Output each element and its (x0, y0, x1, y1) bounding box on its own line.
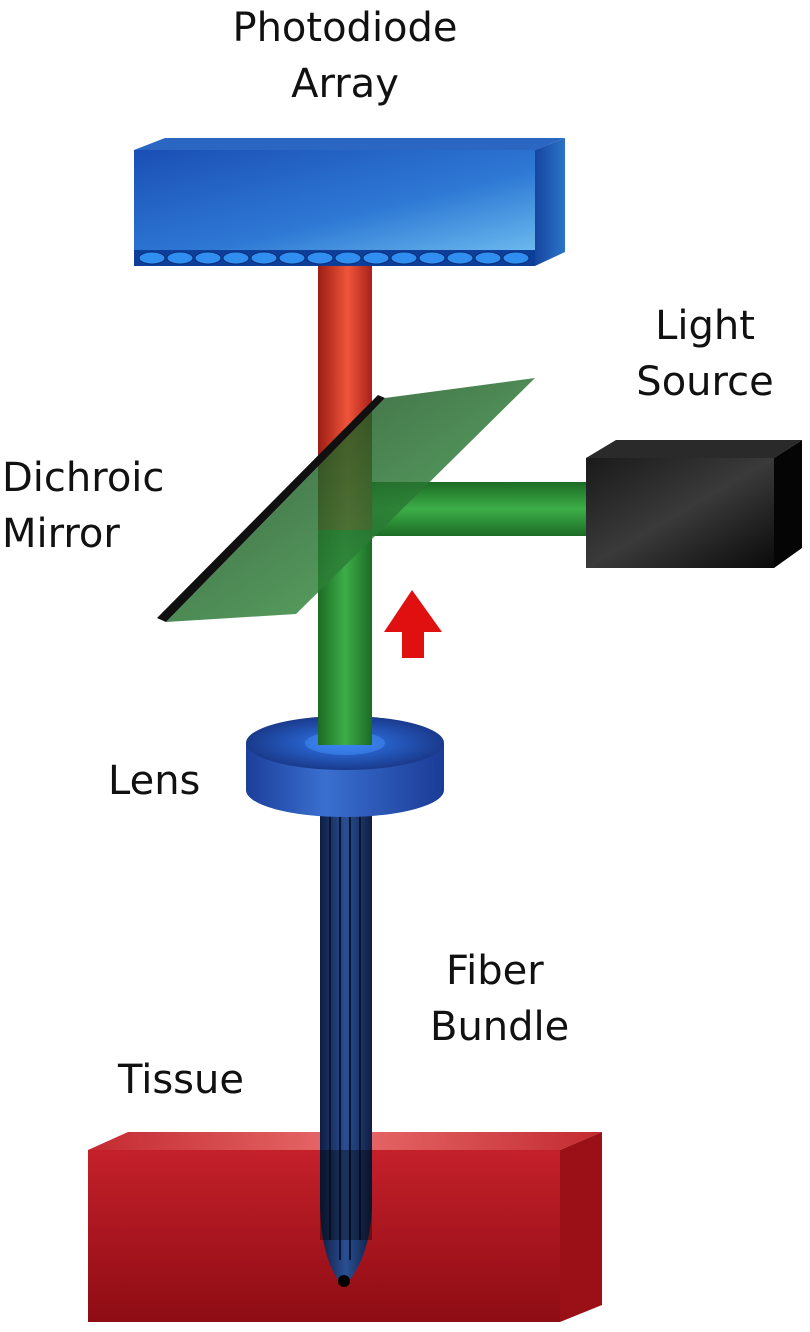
label-fiber-bundle-line2: Bundle (430, 1004, 570, 1050)
label-photodiode-array-line1: Photodiode (232, 5, 458, 51)
label-lens-text: Lens (108, 758, 201, 804)
label-dichroic-mirror: Dichroic Mirror (2, 450, 164, 562)
label-tissue: Tissue (118, 1052, 244, 1108)
label-light-source: Light Source (620, 298, 790, 410)
fiber-bundle (320, 770, 372, 1287)
label-fiber-bundle-line1: Fiber (446, 948, 544, 994)
label-light-source-line1: Light (655, 303, 755, 349)
light-source-box (586, 440, 802, 568)
arrow-up-icon (384, 590, 442, 658)
label-fiber-bundle: Fiber Bundle (430, 943, 569, 1055)
label-light-source-line2: Source (636, 359, 774, 405)
label-photodiode-array: Photodiode Array (210, 0, 480, 112)
label-dichroic-mirror-line2: Mirror (2, 511, 120, 557)
label-photodiode-array-line2: Array (291, 61, 399, 107)
dichroic-mirror (157, 378, 535, 622)
label-tissue-text: Tissue (118, 1057, 244, 1103)
label-dichroic-mirror-line1: Dichroic (2, 455, 165, 501)
photodiode-cells (138, 251, 530, 265)
label-lens: Lens (108, 753, 200, 809)
photodiode-array-block (134, 138, 565, 266)
